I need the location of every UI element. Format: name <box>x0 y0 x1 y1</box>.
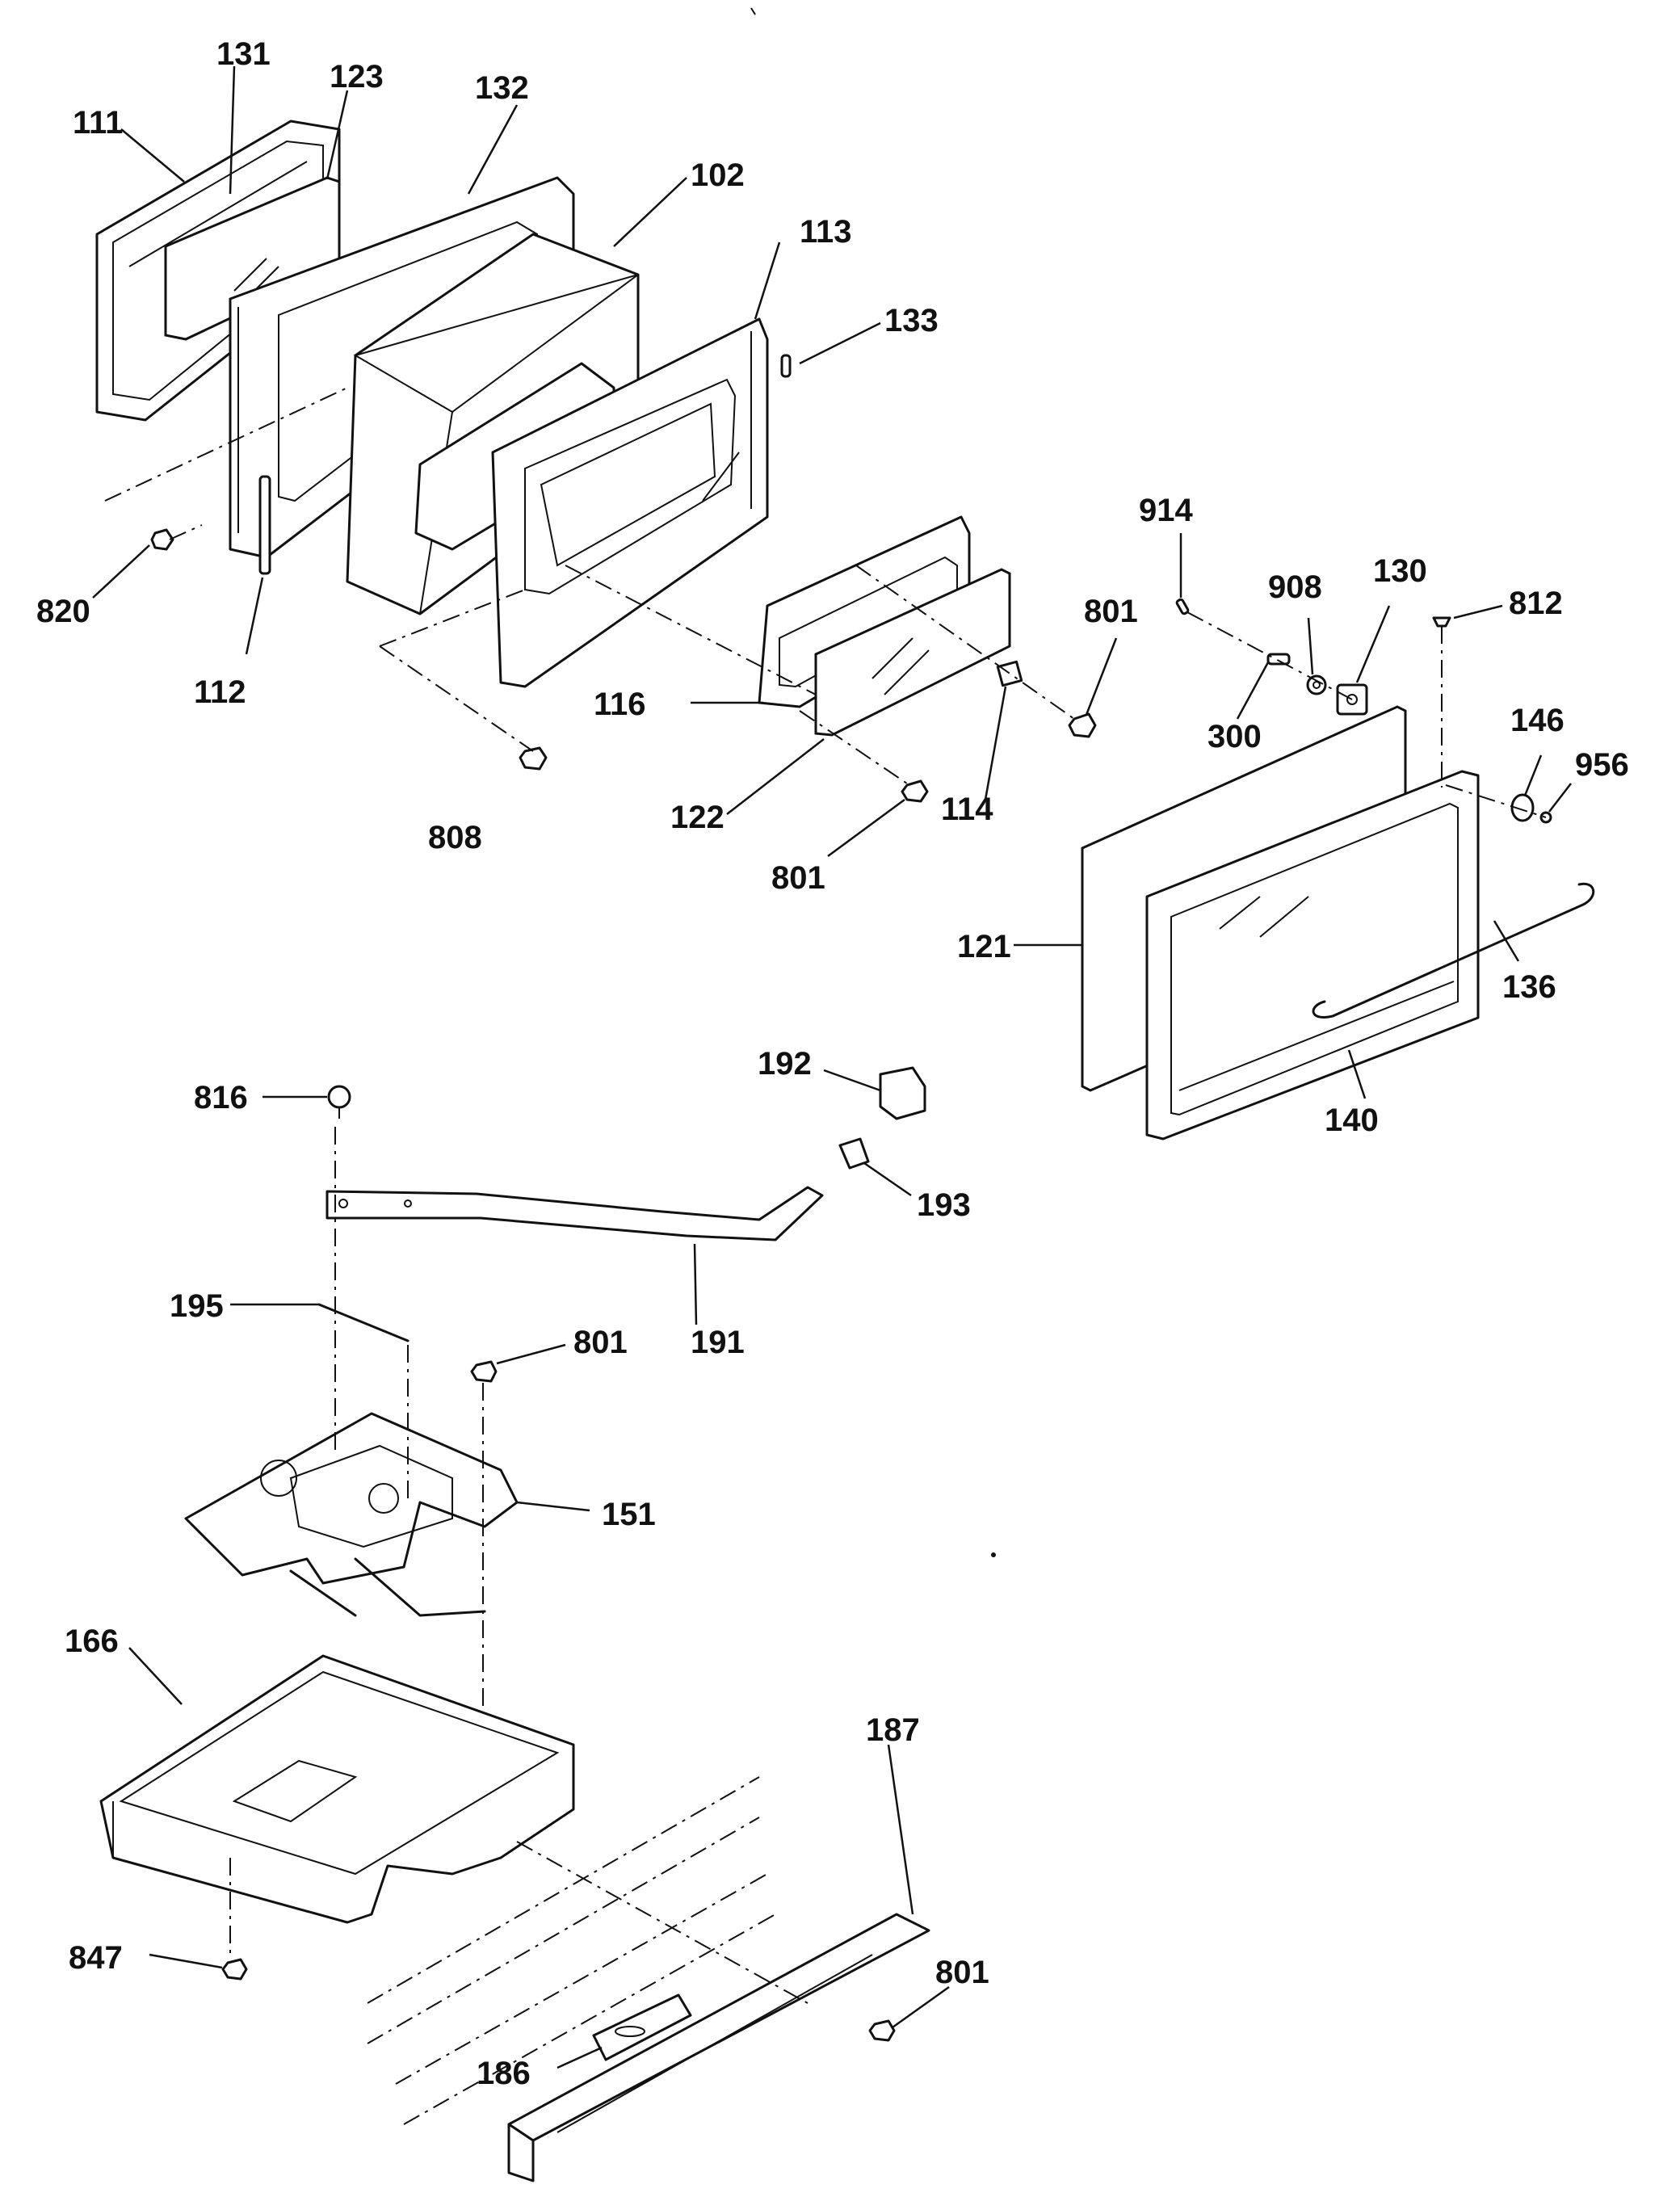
scan-mark <box>750 7 756 15</box>
part-151-latch-mechanism <box>184 1412 519 1617</box>
callout-116: 116 <box>594 687 646 722</box>
callout-191: 191 <box>691 1325 745 1360</box>
callout-908: 908 <box>1268 569 1322 605</box>
callout-131: 131 <box>216 36 271 72</box>
callout-801-c: 801 <box>573 1325 628 1360</box>
callout-111: 111 <box>73 105 123 141</box>
callout-123: 123 <box>330 59 384 95</box>
part-801-screw-b <box>901 779 929 803</box>
callout-914: 914 <box>1139 493 1193 528</box>
callout-102: 102 <box>691 158 745 193</box>
callout-193: 193 <box>917 1187 971 1223</box>
assembly-line-10 <box>1445 784 1547 818</box>
callout-122: 122 <box>670 800 724 835</box>
callout-114: 114 <box>941 792 993 827</box>
assembly-line-4 <box>379 645 534 752</box>
part-820-screw <box>150 528 174 551</box>
part-816-screw <box>327 1085 351 1119</box>
part-133-clip <box>780 354 792 378</box>
part-113-inner-door-panel <box>491 317 769 688</box>
callout-300: 300 <box>1208 719 1262 754</box>
part-122-inner-glass <box>814 568 1011 737</box>
callout-166: 166 <box>65 1624 119 1659</box>
part-114-retainer-clip <box>996 660 1023 687</box>
part-146-spacer <box>1510 793 1535 822</box>
part-193-latch-clip <box>838 1137 870 1170</box>
part-812-screw <box>1432 616 1451 628</box>
callout-195: 195 <box>170 1288 224 1324</box>
part-300-screw <box>1266 653 1291 666</box>
part-195-spring <box>317 1303 410 1342</box>
part-847-screw <box>221 1958 248 1981</box>
leader-lines <box>92 65 1572 2069</box>
callout-140: 140 <box>1325 1103 1379 1138</box>
callout-847: 847 <box>69 1940 123 1976</box>
scan-dot <box>991 1552 996 1557</box>
part-808-screw <box>519 746 548 771</box>
part-801-screw-d <box>868 2019 896 2042</box>
callout-113: 113 <box>800 214 852 250</box>
assembly-line-15 <box>516 1841 808 2004</box>
callout-146: 146 <box>1510 703 1564 738</box>
part-914-pin <box>1175 598 1190 615</box>
assembly-line-6 <box>855 565 1075 720</box>
callout-130: 130 <box>1373 553 1427 589</box>
part-186-cover-plate <box>592 1993 692 2061</box>
part-112-hinge-strip <box>258 475 271 575</box>
callout-192: 192 <box>758 1046 812 1082</box>
part-166-latch-tray <box>99 1654 575 1924</box>
callout-186: 186 <box>477 2056 531 2091</box>
callout-112: 112 <box>194 674 246 710</box>
callout-816: 816 <box>194 1080 248 1115</box>
callout-808: 808 <box>428 820 482 855</box>
callout-820: 820 <box>36 594 90 629</box>
callout-801-b: 801 <box>771 860 825 896</box>
oven-rail-outline <box>367 1776 776 2125</box>
callout-151: 151 <box>602 1497 656 1532</box>
assembly-line-7 <box>799 710 908 784</box>
part-192-latch-cap <box>879 1066 926 1120</box>
part-187-trim-strip <box>507 1913 930 2182</box>
part-140-door-frame <box>1145 770 1480 1141</box>
part-801-screw-c <box>470 1360 498 1383</box>
callout-956: 956 <box>1575 747 1629 783</box>
callout-133: 133 <box>884 303 939 338</box>
callout-801-a: 801 <box>1084 594 1138 629</box>
callout-136: 136 <box>1502 969 1556 1005</box>
part-908-washer <box>1306 674 1327 695</box>
assembly-line-2 <box>169 524 203 540</box>
assembly-line-8 <box>1186 611 1353 700</box>
callout-801-d: 801 <box>935 1955 989 1990</box>
assembly-line-5 <box>565 565 817 695</box>
callout-121: 121 <box>957 929 1011 964</box>
assembly-line-3 <box>379 589 526 647</box>
callout-labels: 131 123 132 111 102 113 133 820 112 914 … <box>36 36 1629 2091</box>
part-801-screw-a <box>1068 712 1097 738</box>
callout-187: 187 <box>866 1712 920 1748</box>
part-191-latch-arm <box>326 1186 824 1241</box>
callout-812: 812 <box>1509 586 1563 621</box>
assembly-line-1 <box>104 387 348 502</box>
callout-132: 132 <box>475 70 529 106</box>
part-136-door-handle <box>1312 882 1594 1019</box>
